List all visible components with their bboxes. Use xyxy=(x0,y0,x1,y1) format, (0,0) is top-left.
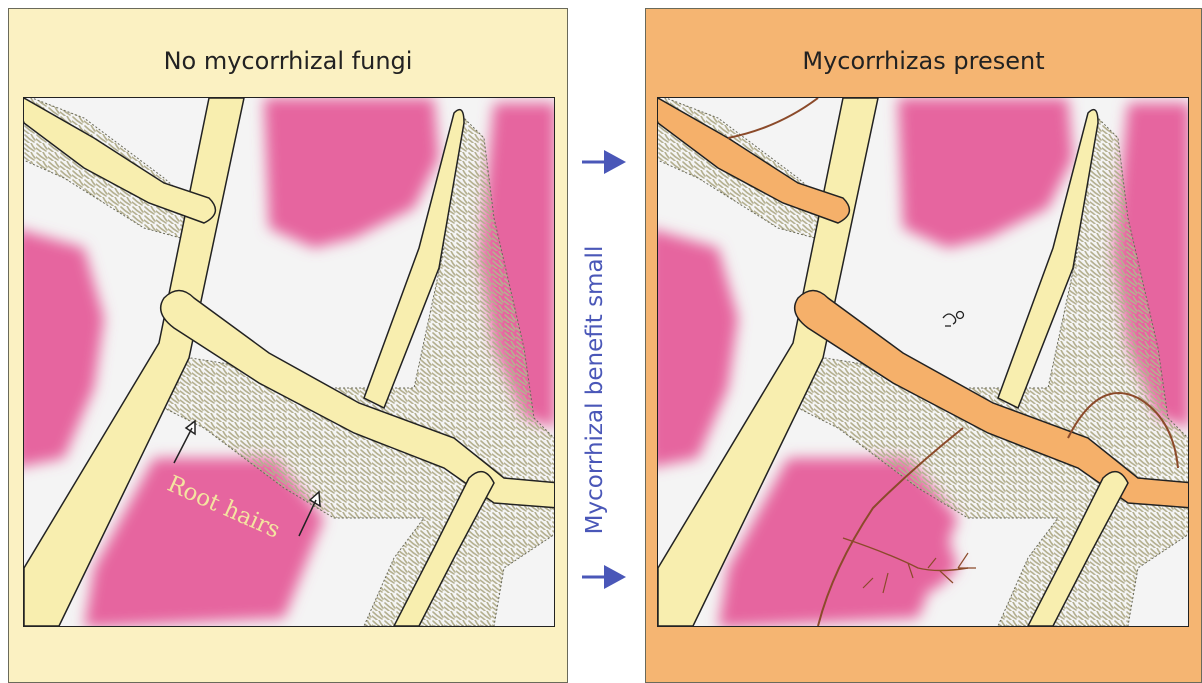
soil-patch xyxy=(24,228,104,468)
phosphate-icon xyxy=(943,312,964,327)
panel-no-mycorrhiza: No mycorrhizal fungi xyxy=(8,8,568,683)
soil-patch xyxy=(898,98,1073,248)
scene-right xyxy=(657,97,1189,627)
soil-patch xyxy=(658,228,738,468)
arrow-right-icon xyxy=(578,557,628,597)
panel-title-right: Mycorrhizas present xyxy=(646,47,1201,75)
scene-left xyxy=(23,97,555,627)
mycorrhizal-benefit-label: Mycorrhizal benefit small xyxy=(582,246,608,535)
panel-title-left: No mycorrhizal fungi xyxy=(9,47,567,75)
soil-patch xyxy=(264,98,439,248)
hypha xyxy=(728,98,818,138)
arrow-right-icon xyxy=(578,142,628,182)
panel-mycorrhizas-present: Mycorrhizas present xyxy=(645,8,1202,683)
arrow-up-right-icon xyxy=(174,421,195,463)
